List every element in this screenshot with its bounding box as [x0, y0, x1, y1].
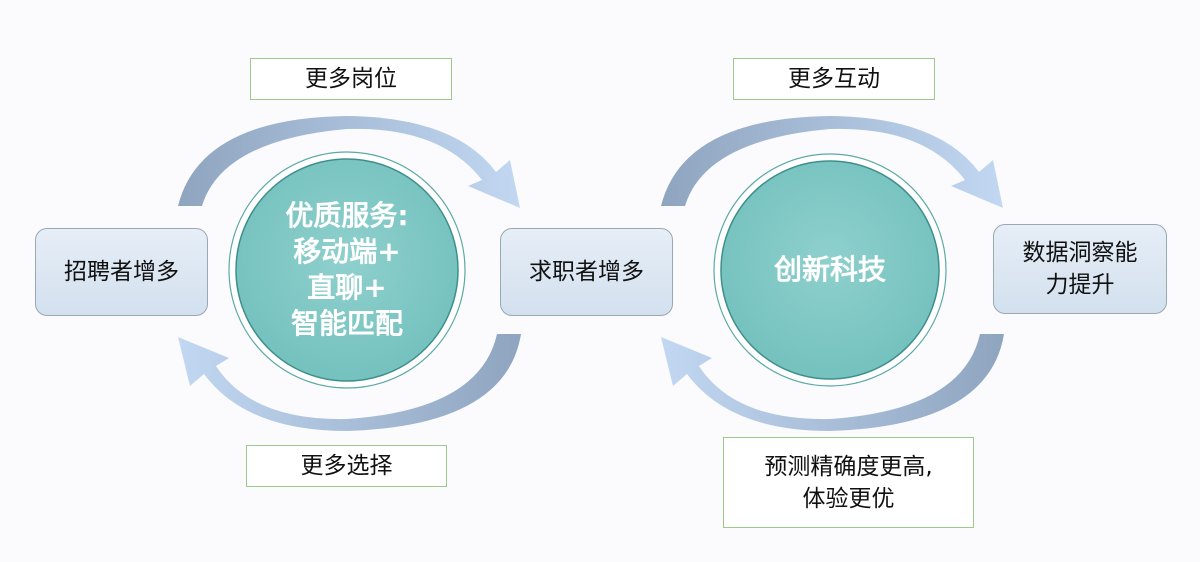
- top-label-more-jobs: 更多岗位: [250, 58, 452, 100]
- node-text: 招聘者增多: [64, 259, 179, 285]
- label-text: 预测精确度更高,: [764, 453, 933, 480]
- center-line: 创新科技: [773, 253, 886, 286]
- label-text: 体验更优: [802, 485, 895, 512]
- bottom-label-more-choices: 更多选择: [246, 445, 447, 487]
- node-recruiters: 招聘者增多: [35, 228, 208, 316]
- center-line: 移动端+: [293, 235, 401, 268]
- node-text: 力提升: [1045, 272, 1115, 298]
- bottom-label-prediction: 预测精确度更高, 体验更优: [723, 437, 974, 528]
- center-line: 优质服务:: [285, 199, 409, 232]
- node-text: 求职者增多: [529, 259, 644, 285]
- right-center-text: 创新科技: [730, 250, 930, 290]
- left-center-circle: [235, 158, 459, 382]
- left-center-text: 优质服务: 移动端+ 直聊+ 智能匹配: [247, 190, 447, 350]
- node-data-insight: 数据洞察能 力提升: [993, 224, 1167, 314]
- center-line: 直聊+: [307, 271, 387, 304]
- label-text: 更多互动: [788, 66, 880, 92]
- top-label-more-interaction: 更多互动: [733, 58, 935, 100]
- label-text: 更多选择: [300, 453, 393, 479]
- right-center-circle: [720, 160, 940, 380]
- center-line: 智能匹配: [290, 307, 403, 340]
- node-text: 数据洞察能: [1022, 240, 1138, 266]
- node-job-seekers: 求职者增多: [500, 228, 673, 316]
- label-text: 更多岗位: [305, 66, 397, 92]
